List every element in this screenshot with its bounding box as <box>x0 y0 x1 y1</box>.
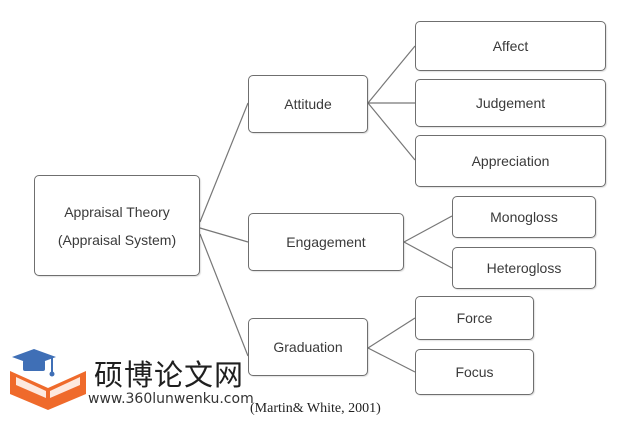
watermark-site-name: 硕博论文网 <box>94 358 245 392</box>
watermark-site-url: www.360lunwenku.com <box>88 391 254 407</box>
node-monogloss: Monogloss <box>452 196 596 238</box>
node-focus-label: Focus <box>455 363 494 380</box>
node-appraisal-theory-subtitle: (Appraisal System) <box>57 231 177 248</box>
node-heterogloss: Heterogloss <box>452 247 596 289</box>
node-force-label: Force <box>456 309 493 326</box>
node-force: Force <box>415 296 534 340</box>
connector-attitude-appreciation <box>367 102 416 161</box>
connector-graduation-focus <box>367 347 416 373</box>
node-appreciation-label: Appreciation <box>471 152 550 169</box>
node-appreciation: Appreciation <box>415 135 606 187</box>
node-monogloss-label: Monogloss <box>490 208 558 225</box>
node-affect-label: Affect <box>492 37 529 54</box>
connector-graduation-force <box>367 317 416 349</box>
node-appraisal-theory: Appraisal Theory (Appraisal System) <box>34 175 200 276</box>
node-graduation: Graduation <box>248 318 368 376</box>
connector-engagement-heterogloss <box>403 241 453 269</box>
node-focus: Focus <box>415 349 534 395</box>
connector-root-attitude <box>199 102 249 223</box>
node-engagement: Engagement <box>248 213 404 271</box>
node-appraisal-theory-title: Appraisal Theory <box>64 203 170 220</box>
graduation-cap-logo-icon <box>10 349 86 410</box>
node-graduation-label: Graduation <box>273 338 343 355</box>
figure-caption: (Martin& White, 2001) <box>250 401 381 416</box>
node-heterogloss-label: Heterogloss <box>486 259 562 276</box>
node-attitude-label: Attitude <box>284 95 332 112</box>
node-judgement: Judgement <box>415 79 606 127</box>
connector-root-engagement <box>199 227 249 243</box>
node-judgement-label: Judgement <box>475 94 546 111</box>
connector-attitude-affect <box>367 45 416 104</box>
connector-engagement-monogloss <box>403 215 453 243</box>
node-engagement-label: Engagement <box>286 233 366 250</box>
connector-root-graduation <box>199 233 249 357</box>
node-affect: Affect <box>415 21 606 71</box>
node-attitude: Attitude <box>248 75 368 133</box>
